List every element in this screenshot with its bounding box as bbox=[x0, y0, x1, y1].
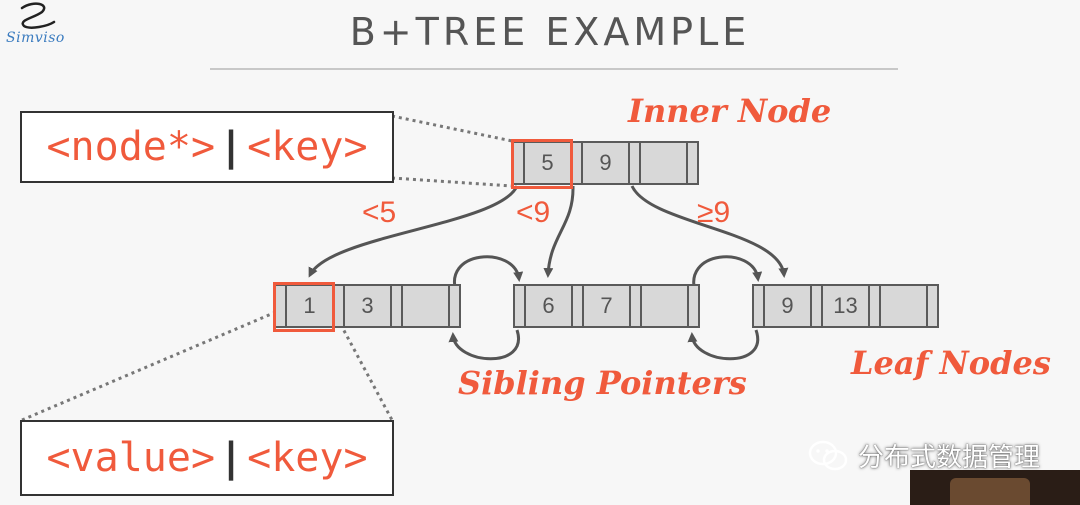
inner-node-highlight bbox=[511, 139, 573, 189]
logo-text: Simviso bbox=[6, 30, 65, 46]
node-pointer-slot bbox=[926, 284, 939, 328]
slide-title: B+TREE EXAMPLE bbox=[349, 10, 751, 54]
condition-greater-equal-9: ≥9 bbox=[697, 196, 731, 229]
presenter-video-thumbnail bbox=[910, 470, 1080, 505]
condition-less-than-5: <5 bbox=[362, 196, 397, 229]
leaf-1-key-1: 1 bbox=[285, 284, 334, 328]
sibling-arrow-2-back bbox=[687, 329, 760, 361]
wechat-icon bbox=[808, 440, 848, 470]
separator: | bbox=[219, 124, 244, 170]
arrow-lt5 bbox=[308, 185, 519, 278]
inner-node-annotation: Inner Node bbox=[628, 92, 832, 130]
node-pointer-slot bbox=[687, 284, 700, 328]
arrow-lt9 bbox=[543, 185, 575, 278]
leader-bottom-right bbox=[332, 311, 394, 421]
leader-top-lower bbox=[391, 176, 513, 188]
inner-node: 5 9 bbox=[512, 141, 699, 185]
value-label: <value> bbox=[46, 435, 216, 481]
sibling-pointers-annotation: Sibling Pointers bbox=[458, 364, 747, 402]
key-label: <key> bbox=[247, 124, 368, 170]
sibling-arrow-1-forward bbox=[453, 255, 524, 295]
leaf-2-key-3 bbox=[640, 284, 689, 328]
leaf-node-highlight bbox=[273, 282, 335, 332]
leader-bottom-left bbox=[21, 310, 277, 422]
leader-top-upper bbox=[391, 114, 513, 143]
leaf-1-key-2: 3 bbox=[343, 284, 392, 328]
leaf-1-key-3 bbox=[401, 284, 450, 328]
leaf-node-3: 9 13 bbox=[752, 284, 939, 328]
leaf-nodes-annotation: Leaf Nodes bbox=[851, 344, 1051, 382]
node-key-label-box: <node*>|<key> bbox=[20, 111, 394, 183]
arrow-ge9 bbox=[630, 185, 789, 278]
watermark: 分布式数据管理 bbox=[808, 437, 1040, 474]
node-pointer-label: <node*> bbox=[46, 124, 216, 170]
leaf-node-1: 1 3 bbox=[274, 284, 461, 328]
leaf-2-key-2: 7 bbox=[582, 284, 631, 328]
node-pointer-slot bbox=[448, 284, 461, 328]
separator: | bbox=[219, 435, 244, 481]
watermark-text: 分布式数据管理 bbox=[858, 443, 1041, 473]
inner-key-1: 5 bbox=[523, 141, 572, 185]
leaf-2-key-1: 6 bbox=[524, 284, 573, 328]
condition-less-than-9: <9 bbox=[516, 196, 551, 229]
inner-key-2: 9 bbox=[581, 141, 630, 185]
leaf-node-2: 6 7 bbox=[513, 284, 700, 328]
leaf-3-key-2: 13 bbox=[821, 284, 870, 328]
leaf-3-key-3 bbox=[879, 284, 928, 328]
key-label: <key> bbox=[247, 435, 368, 481]
simviso-logo-icon bbox=[20, 2, 56, 29]
sibling-arrow-1-back bbox=[448, 329, 520, 361]
node-pointer-slot bbox=[686, 141, 699, 185]
sibling-arrow-2-forward bbox=[692, 255, 763, 295]
leaf-3-key-1: 9 bbox=[763, 284, 812, 328]
title-divider bbox=[210, 68, 898, 70]
inner-key-3 bbox=[639, 141, 688, 185]
value-key-label-box: <value>|<key> bbox=[20, 420, 394, 496]
